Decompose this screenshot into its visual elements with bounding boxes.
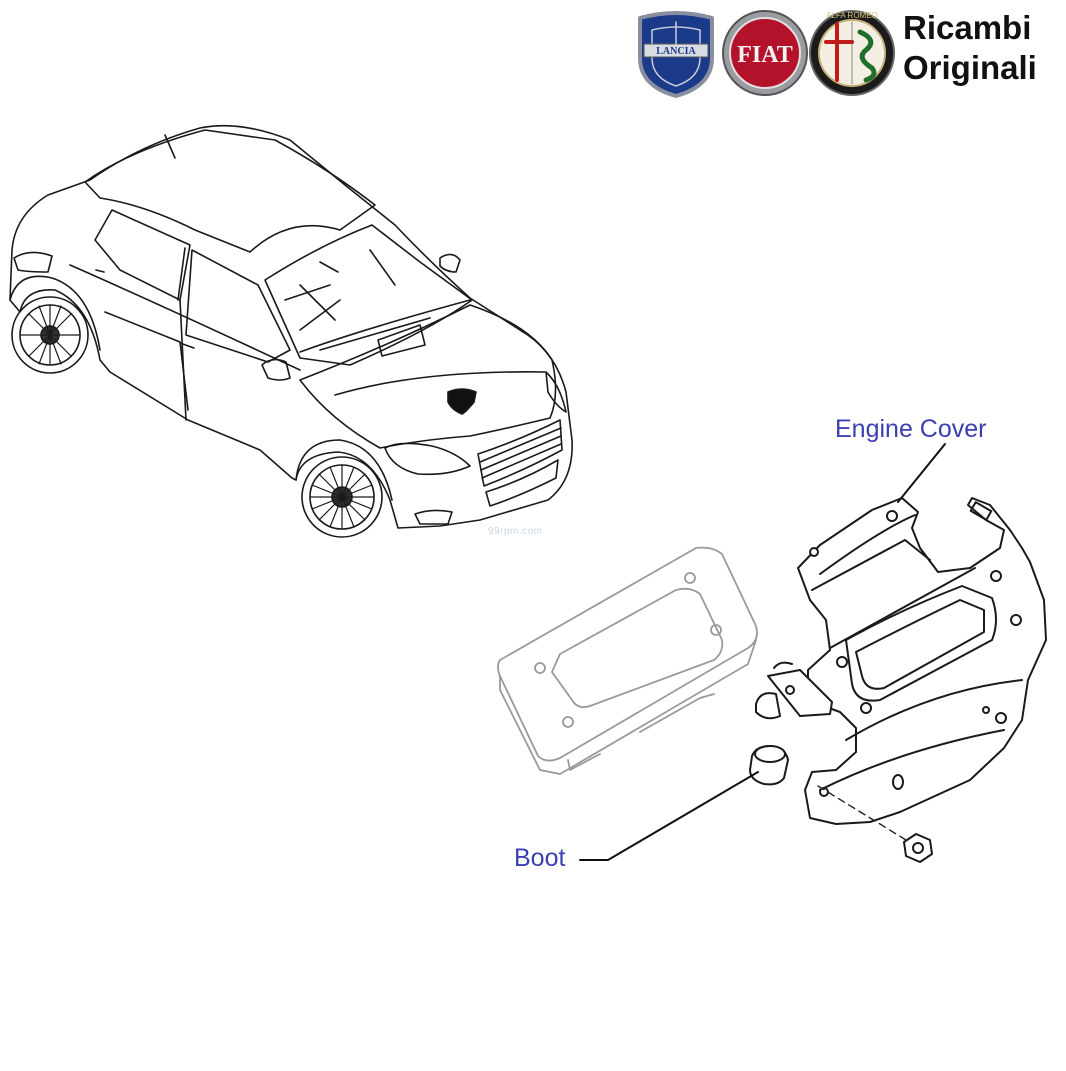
alfa-romeo-logo: ALFA ROMEO	[809, 10, 895, 96]
nut-axis-line	[817, 785, 907, 841]
engine-cover-label: Engine Cover	[835, 415, 987, 443]
brand-title-line-2: Originali	[903, 49, 1037, 86]
ghost-panel	[497, 546, 758, 775]
watermark: 99rpm.com	[488, 526, 543, 537]
svg-text:LANCIA: LANCIA	[656, 46, 696, 57]
svg-text:ALFA ROMEO: ALFA ROMEO	[826, 11, 878, 20]
engine-cover-leader-line	[897, 443, 946, 503]
svg-text:FIAT: FIAT	[737, 42, 793, 68]
car-illustration	[9, 124, 573, 538]
fiat-logo: FIAT	[722, 10, 808, 96]
clip-part	[755, 661, 833, 720]
nut-part	[903, 833, 933, 863]
brand-title: Ricambi Originali	[903, 8, 1063, 88]
boot-label: Boot	[514, 844, 566, 872]
boot-part	[749, 745, 789, 786]
brand-title-line-1: Ricambi	[903, 9, 1032, 46]
boot-leader-line	[579, 771, 759, 861]
engine-cover-part	[797, 497, 1047, 825]
lancia-logo: LANCIA	[638, 11, 714, 98]
